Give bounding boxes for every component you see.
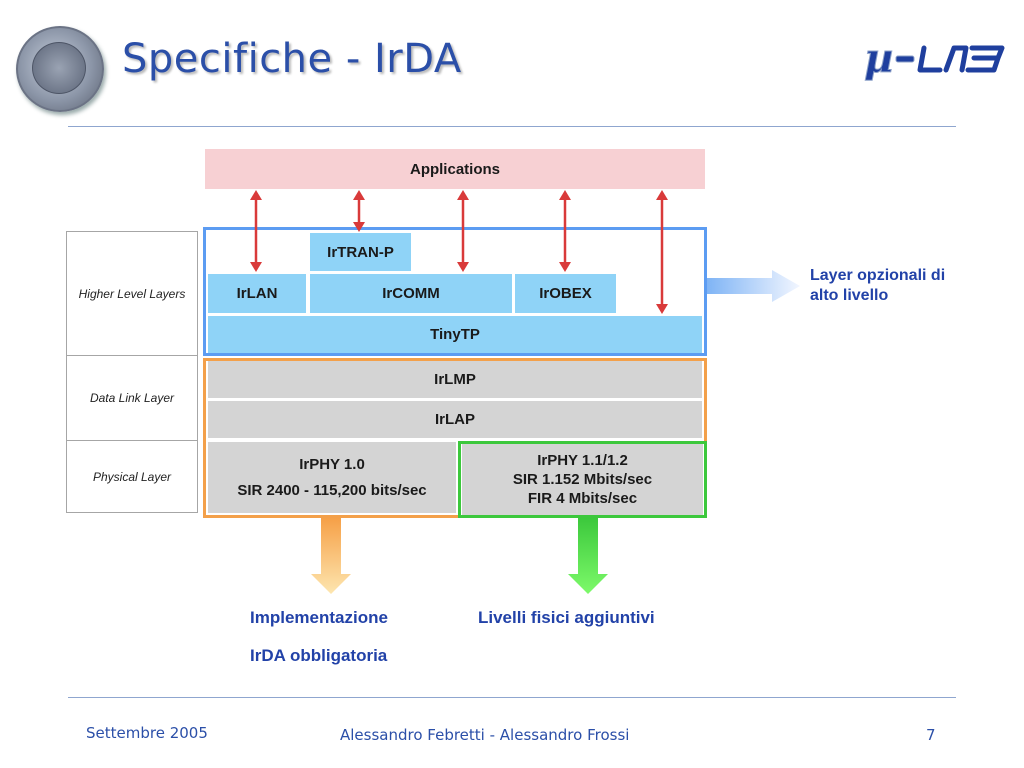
page-number: 7: [926, 726, 936, 744]
mu-lab-logo: µ: [862, 34, 1012, 84]
arrow-additional-down: [568, 518, 608, 594]
label-physical-layer: Physical Layer: [66, 440, 198, 513]
annotation-optional: Layer opzionali di alto livello: [810, 266, 945, 306]
annotation-additional: Livelli fisici aggiuntivi: [478, 608, 655, 627]
layer-irobex: IrOBEX: [515, 274, 616, 313]
footer-divider: [68, 697, 956, 698]
annotation-optional-line1: Layer opzionali di: [810, 267, 946, 284]
layer-irphy-1-0: IrPHY 1.0 SIR 2400 - 115,200 bits/sec: [208, 442, 456, 513]
irphy11-fir: FIR 4 Mbits/sec: [527, 490, 638, 507]
header-divider: [68, 126, 956, 127]
layer-applications: Applications: [205, 149, 705, 189]
footer-authors: Alessandro Febretti - Alessandro Frossi: [340, 726, 630, 744]
arrow-apps-irlan: [250, 190, 262, 272]
layer-ircomm: IrCOMM: [310, 274, 512, 313]
arrow-apps-irtranp: [353, 190, 365, 232]
additional-phy-border: [458, 441, 707, 518]
irphy10-speed: SIR 2400 - 115,200 bits/sec: [237, 481, 427, 499]
footer-date: Settembre 2005: [86, 724, 208, 742]
layer-tinytp: TinyTP: [208, 316, 702, 353]
irphy11-title: IrPHY 1.1/1.2: [537, 452, 628, 469]
annotation-optional-line2: alto livello: [810, 287, 889, 304]
slide-title: Specifiche - IrDA: [122, 36, 462, 82]
annotation-mandatory-line2: IrDA obbligatoria: [250, 646, 388, 665]
arrow-apps-irobex: [559, 190, 571, 272]
politecnico-seal-logo: [16, 26, 104, 112]
arrow-apps-tinytp: [656, 190, 668, 314]
arrow-optional-annotation: [707, 270, 800, 302]
layer-irlmp: IrLMP: [208, 361, 702, 398]
layer-irtranp: IrTRAN-P: [310, 233, 411, 271]
layer-irphy-1-1: IrPHY 1.1/1.2 SIR 1.152 Mbits/sec FIR 4 …: [462, 444, 703, 515]
label-data-link-layer: Data Link Layer: [66, 355, 198, 441]
optional-layers-border: [203, 227, 707, 356]
layer-irlap: IrLAP: [208, 401, 702, 438]
annotation-mandatory-line1: Implementazione: [250, 608, 388, 627]
svg-text:µ: µ: [864, 35, 893, 82]
arrow-apps-ircomm: [457, 190, 469, 272]
arrow-mandatory-down: [311, 518, 351, 594]
layer-irlan: IrLAN: [208, 274, 306, 313]
mandatory-layers-border: [203, 358, 707, 518]
irphy10-title: IrPHY 1.0: [299, 455, 365, 473]
irphy11-sir: SIR 1.152 Mbits/sec: [512, 471, 653, 488]
